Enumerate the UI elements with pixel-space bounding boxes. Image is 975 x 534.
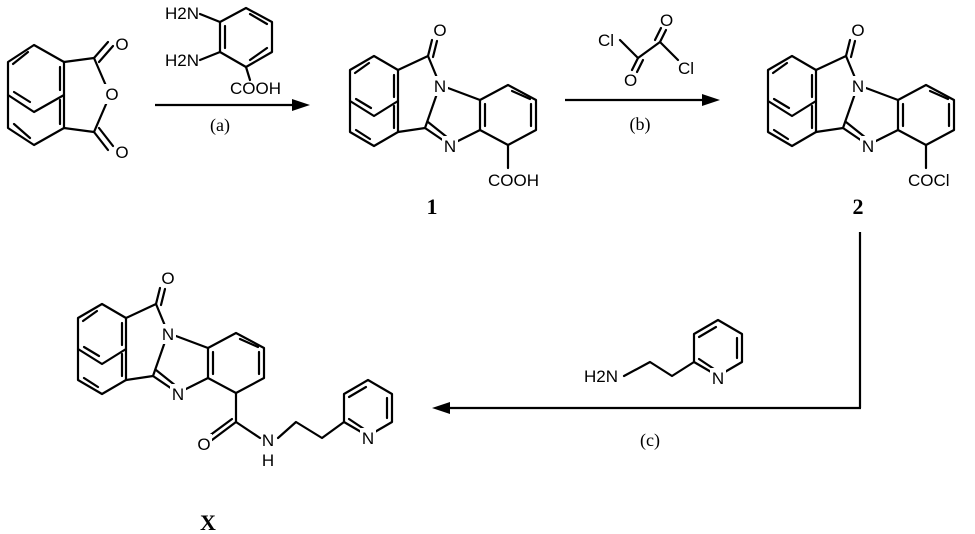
acid-chloride-label: COCl bbox=[908, 171, 950, 190]
compound-2: O N N COCl 2 bbox=[766, 21, 956, 219]
amide-n-label: N bbox=[262, 431, 274, 450]
reagent-c-aminoethylpyridine: H2N N bbox=[584, 318, 744, 388]
carboxyl-label: COOH bbox=[230, 79, 281, 98]
naphthalic-anhydride: O O O bbox=[6, 35, 129, 162]
condition-b-label: (b) bbox=[630, 114, 651, 135]
carbonyl-o-label: O bbox=[161, 269, 174, 288]
compound-x: O N N O N H N X bbox=[76, 269, 394, 534]
condition-c-label: (c) bbox=[640, 430, 660, 451]
amide-h-label: H bbox=[262, 451, 274, 470]
amine-label: H2N bbox=[165, 51, 199, 70]
carbonyl-o-label: O bbox=[115, 143, 128, 162]
pyridine-n-label: N bbox=[362, 429, 374, 448]
arrow-a: (a) bbox=[155, 99, 310, 136]
ring-n-label: N bbox=[862, 137, 874, 156]
carboxyl-label: COOH bbox=[488, 171, 539, 190]
carbonyl-o-label: O bbox=[624, 71, 637, 90]
chloride-label: Cl bbox=[678, 59, 694, 78]
compound-1-label: 1 bbox=[427, 194, 438, 219]
ring-n-label: N bbox=[172, 385, 184, 404]
ring-n-label: N bbox=[434, 77, 446, 96]
chloride-label: Cl bbox=[598, 31, 614, 50]
carbonyl-o-label: O bbox=[433, 21, 446, 40]
ring-n-label: N bbox=[444, 137, 456, 156]
amide-o-label: O bbox=[197, 435, 210, 454]
ring-n-label: N bbox=[852, 77, 864, 96]
carbonyl-o-label: O bbox=[115, 35, 128, 54]
compound-1: O N N COOH 1 bbox=[348, 21, 539, 219]
pyridine-n-label: N bbox=[712, 369, 724, 388]
condition-a-label: (a) bbox=[210, 115, 230, 136]
compound-x-label: X bbox=[200, 510, 216, 534]
amine-label: H2N bbox=[584, 367, 618, 386]
arrow-b: (b) bbox=[565, 94, 720, 135]
reagent-a-diaminobenzoic-acid: H2N H2N COOH bbox=[165, 4, 281, 98]
arrow-c: (c) bbox=[432, 232, 862, 451]
ring-n-label: N bbox=[162, 325, 174, 344]
ring-o-label: O bbox=[105, 85, 118, 104]
reagent-b-oxalyl-chloride: Cl O O Cl bbox=[598, 11, 694, 90]
amine-label: H2N bbox=[165, 4, 199, 23]
carbonyl-o-label: O bbox=[851, 21, 864, 40]
carbonyl-o-label: O bbox=[660, 11, 673, 30]
compound-2-label: 2 bbox=[853, 194, 864, 219]
